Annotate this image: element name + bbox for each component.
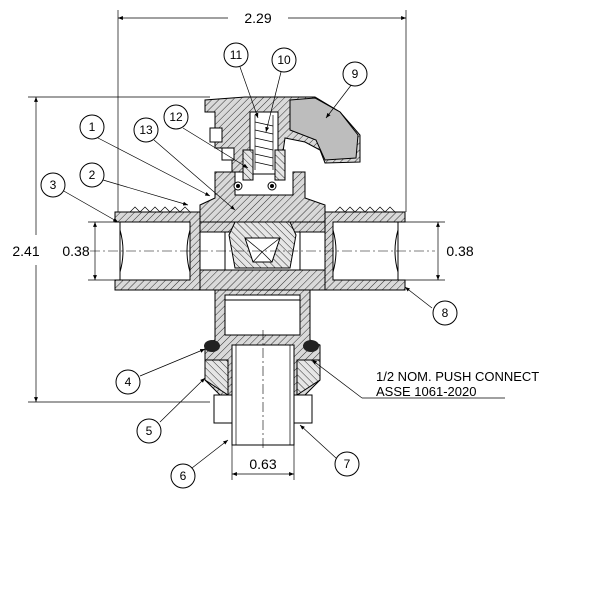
balloon-8-label: 8 xyxy=(442,306,449,320)
balloon-4: 4 xyxy=(115,369,141,395)
dimension-tube-od: 0.63 xyxy=(231,445,295,480)
balloon-9: 9 xyxy=(342,61,368,87)
balloon-12-label: 12 xyxy=(169,110,183,124)
balloon-10-label: 10 xyxy=(277,53,291,67)
left-port-dimension-label: 0.38 xyxy=(62,243,89,259)
balloon-11-label: 11 xyxy=(230,48,243,62)
height-dimension-label: 2.41 xyxy=(12,243,39,259)
dimension-overall-width: 2.29 xyxy=(117,10,407,212)
balloon-11: 11 xyxy=(223,42,249,68)
push-connect-note: 1/2 NOM. PUSH CONNECT ASSE 1061-2020 xyxy=(311,359,539,399)
balloon-4-label: 4 xyxy=(125,375,132,389)
balloon-6: 6 xyxy=(170,463,196,489)
balloon-12: 12 xyxy=(163,104,189,130)
balloon-3-label: 3 xyxy=(50,178,57,192)
balloon-10: 10 xyxy=(271,47,297,73)
note-line-1: 1/2 NOM. PUSH CONNECT xyxy=(376,369,539,384)
dimension-overall-height: 2.41 xyxy=(12,96,210,403)
balloon-5: 5 xyxy=(136,418,162,444)
valve-stem xyxy=(242,111,286,181)
balloon-7: 7 xyxy=(334,451,360,477)
dimension-right-port: 0.38 xyxy=(398,221,474,281)
tube-od-dimension-label: 0.63 xyxy=(249,456,276,472)
balloon-leaders xyxy=(61,66,433,469)
balloon-9-label: 9 xyxy=(352,67,359,81)
balloon-6-label: 6 xyxy=(180,469,187,483)
balloon-1: 1 xyxy=(79,114,105,140)
balloon-2-label: 2 xyxy=(89,168,96,182)
balloon-13: 13 xyxy=(133,117,159,143)
balloon-8: 8 xyxy=(432,300,458,326)
push-connect-housing xyxy=(204,289,321,450)
dimension-left-port: 0.38 xyxy=(62,221,120,281)
valve-bonnet xyxy=(199,171,326,223)
balloon-13-label: 13 xyxy=(139,123,153,137)
balloon-5-label: 5 xyxy=(146,424,153,438)
right-port-dimension-label: 0.38 xyxy=(446,243,473,259)
note-line-2: ASSE 1061-2020 xyxy=(376,384,476,399)
balloon-2: 2 xyxy=(79,162,105,188)
valve-body xyxy=(90,206,435,291)
balloon-1-label: 1 xyxy=(89,120,96,134)
balloon-7-label: 7 xyxy=(344,457,351,471)
width-dimension-label: 2.29 xyxy=(244,10,271,26)
balloon-3: 3 xyxy=(40,172,66,198)
